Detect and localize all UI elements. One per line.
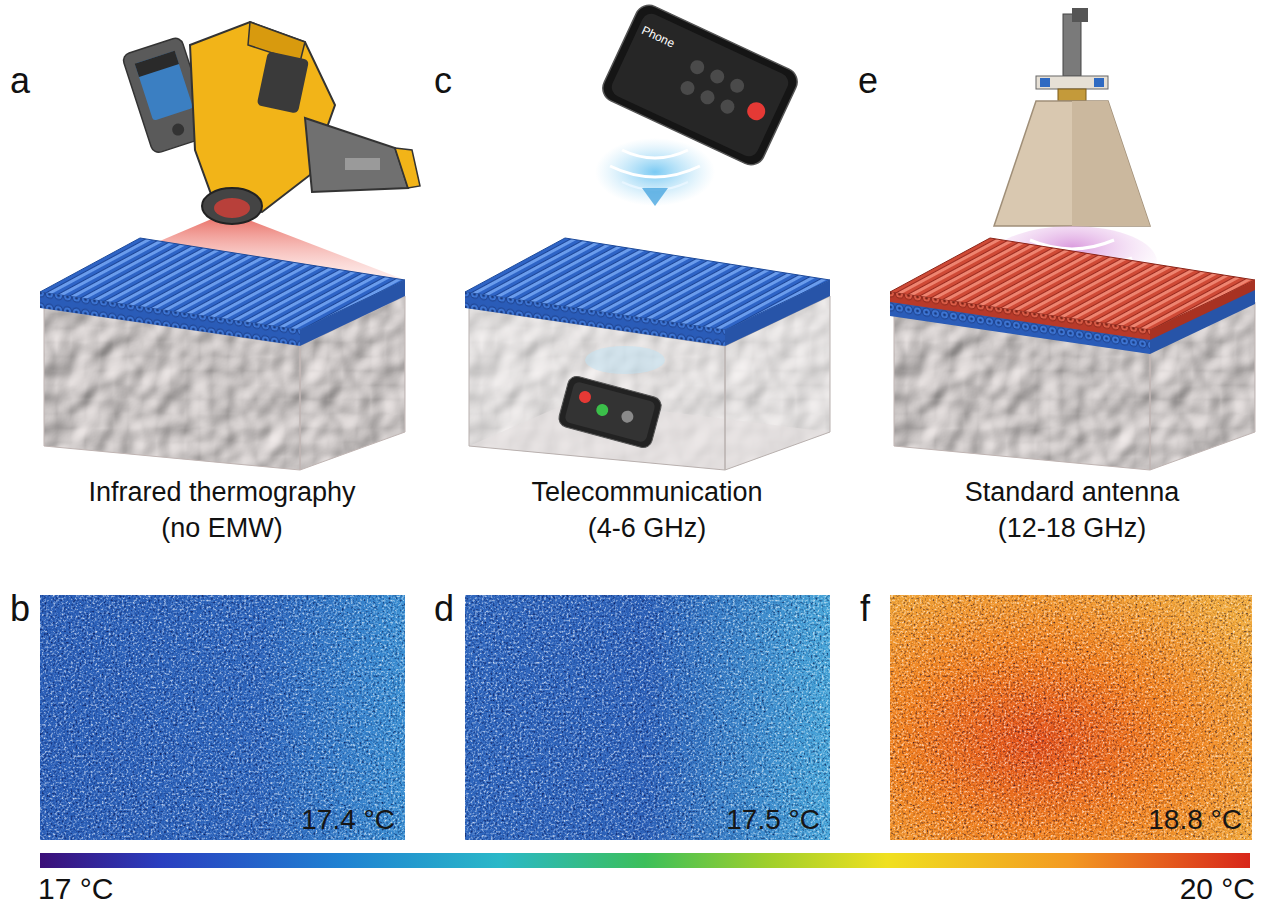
- thermal-map: [465, 595, 830, 840]
- panel-caption: (no EMW): [12, 513, 432, 544]
- color-bar: [40, 853, 1250, 868]
- temperature-reading: 17.4 °C: [301, 805, 395, 836]
- thermal-map: [40, 595, 405, 840]
- foam-block-transparent: [465, 238, 830, 470]
- panel-letter: c: [434, 60, 452, 101]
- thermal-image: 18.8 °C: [890, 595, 1252, 840]
- panel-caption: (12-18 GHz): [862, 513, 1270, 544]
- smartphone: [598, 1, 801, 170]
- horn-antenna: [994, 8, 1150, 226]
- temperature-reading: 18.8 °C: [1148, 805, 1242, 836]
- panel-letter: f: [860, 588, 870, 629]
- foam-block-heated: [890, 238, 1255, 470]
- panel-caption: (4-6 GHz): [437, 513, 857, 544]
- panel-letter: a: [10, 60, 30, 101]
- thermal-image: 17.5 °C: [465, 595, 830, 840]
- temperature-reading: 17.5 °C: [726, 805, 820, 836]
- foam-block: [40, 238, 405, 470]
- phone-glow: [595, 138, 715, 206]
- scale-label: 20 °C: [1100, 872, 1255, 907]
- panel-caption: Standard antenna: [862, 477, 1270, 508]
- panel-letter: b: [10, 588, 30, 629]
- thermal-map: [890, 595, 1252, 840]
- panel-caption: Telecommunication: [437, 477, 857, 508]
- ir-camera: [121, 22, 420, 224]
- panel-caption: Infrared thermography: [12, 477, 432, 508]
- panel-letter: e: [858, 60, 878, 101]
- scale-label: 17 °C: [38, 872, 113, 907]
- thermal-image: 17.4 °C: [40, 595, 405, 840]
- panel-letter: d: [434, 588, 454, 629]
